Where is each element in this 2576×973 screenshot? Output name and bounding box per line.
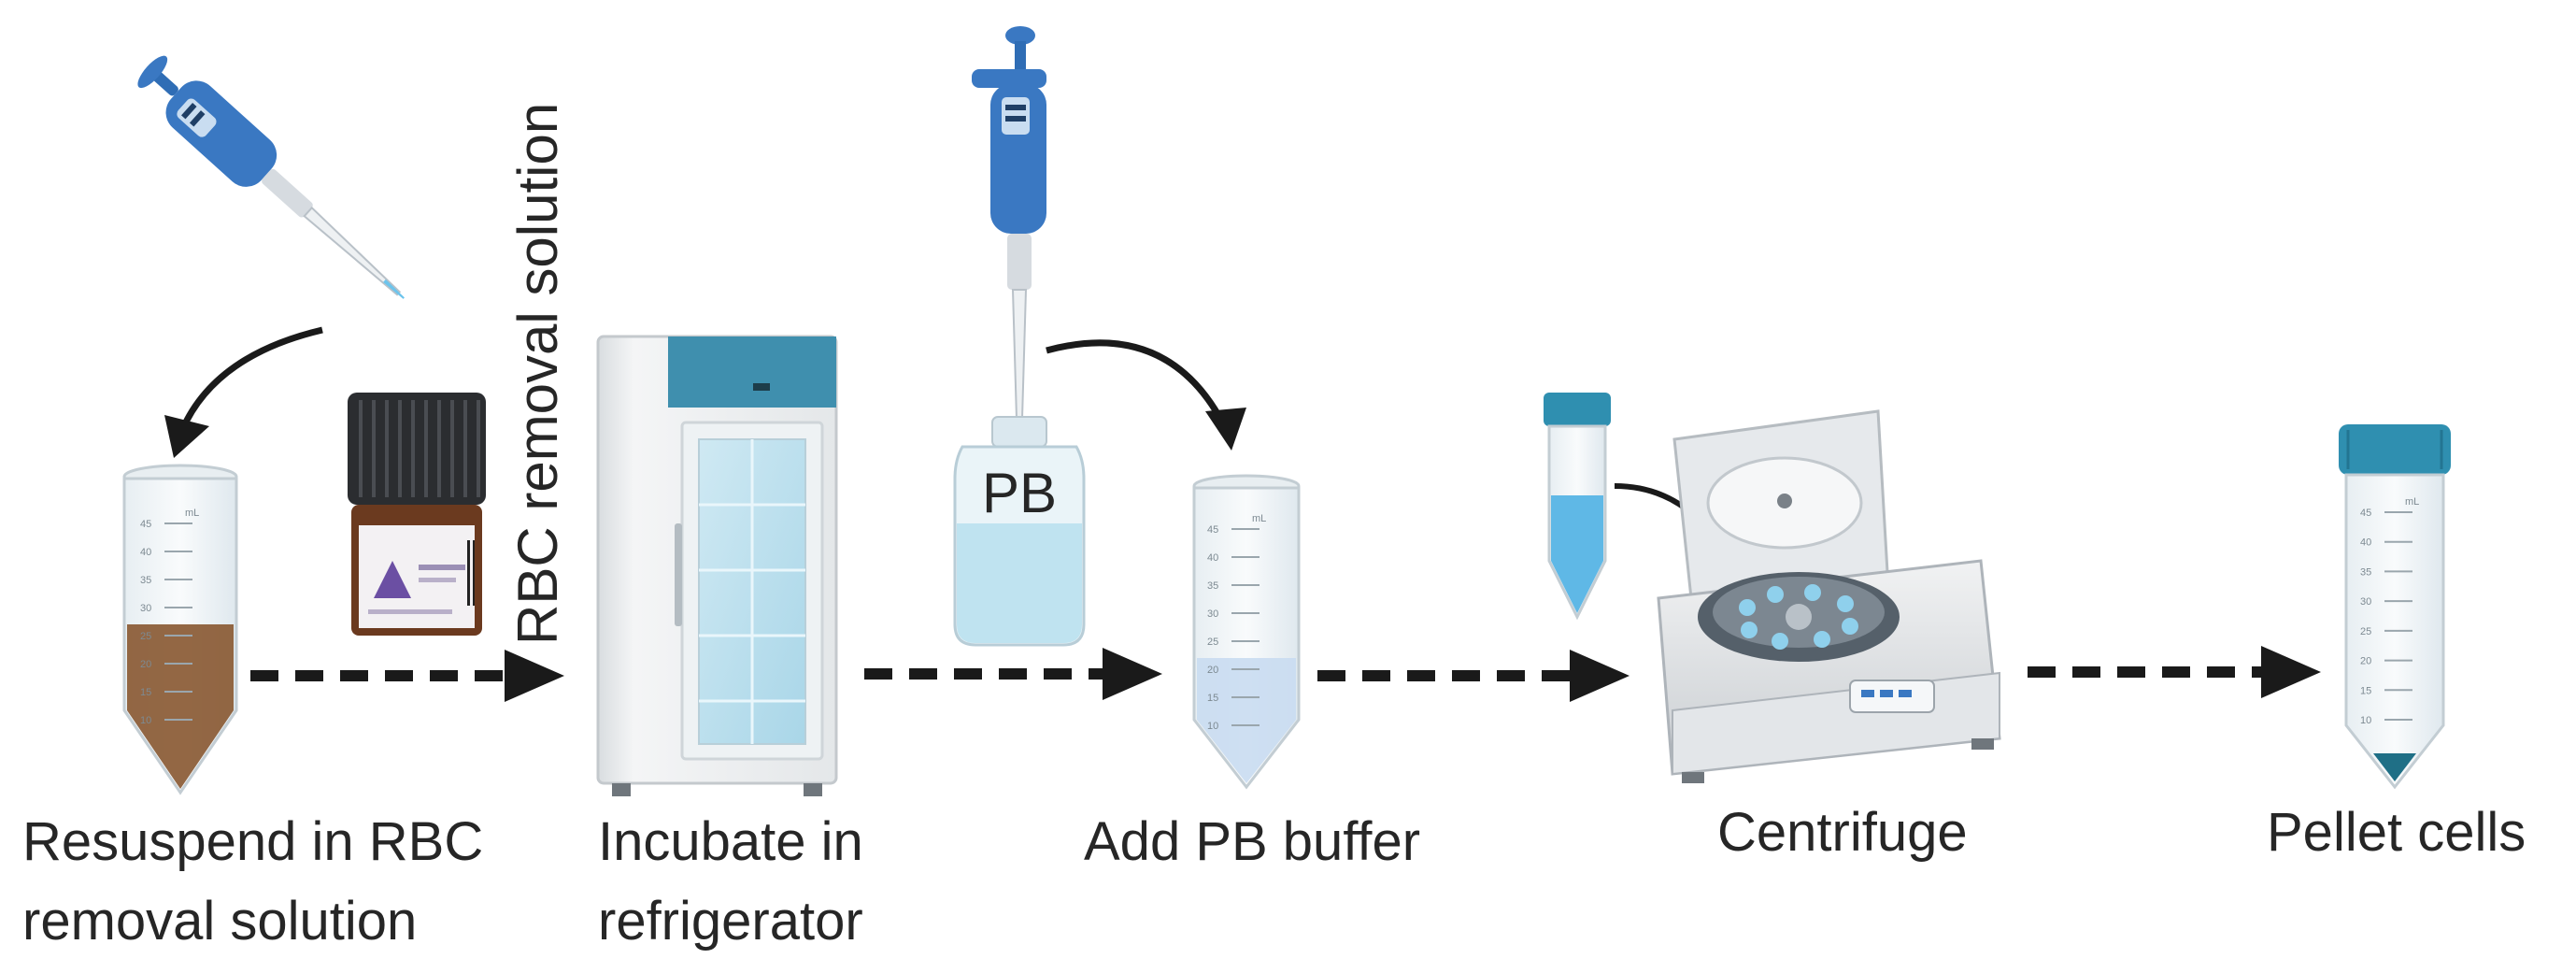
step-label: Centrifuge <box>1717 802 1968 863</box>
curved-arrow-icon <box>178 326 323 432</box>
tube-unit-label: mL <box>1252 513 1266 524</box>
arrow-head-icon <box>1205 408 1246 451</box>
step-label: Resuspend in RBC <box>22 811 483 872</box>
tube-scale-label: 15 <box>1207 693 1218 704</box>
step-label: refrigerator <box>598 891 863 952</box>
tube-scale-label: 20 <box>1207 665 1218 676</box>
tube-scale-label: 35 <box>1207 580 1218 592</box>
tube-scale-label: 45 <box>140 519 151 530</box>
tube-scale-label: 25 <box>140 631 151 642</box>
tube-scale-label: 15 <box>2360 685 2371 696</box>
tube-scale-label: 30 <box>1207 608 1218 620</box>
tube-scale-label: 40 <box>2360 537 2371 549</box>
pipette-icon <box>972 26 1046 420</box>
tube-scale-label: 10 <box>140 715 151 726</box>
conical-tube-icon: mL 45 40 35 30 25 20 15 10 <box>122 464 238 795</box>
tube-scale-label: 40 <box>140 547 151 558</box>
tube-scale-label: 25 <box>2360 626 2371 637</box>
step-label: Pellet cells <box>2267 802 2526 863</box>
bottle-label: PB <box>982 462 1057 524</box>
step-label: removal solution <box>22 891 417 952</box>
dashed-arrow <box>864 648 1162 700</box>
conical-tube-icon <box>1544 393 1611 621</box>
tube-scale-label: 25 <box>1207 637 1218 648</box>
conical-tube-icon: mL 45 40 35 30 25 20 15 10 <box>2339 424 2451 790</box>
refrigerator-icon <box>596 335 838 796</box>
dashed-arrow <box>250 650 564 702</box>
tube-scale-label: 45 <box>1207 524 1218 536</box>
reagent-label: RBC removal solution <box>506 103 569 645</box>
tube-scale-label: 10 <box>1207 721 1218 732</box>
curved-arrow-icon <box>1046 339 1228 427</box>
reagent-vial-icon <box>342 385 491 645</box>
tube-scale-label: 15 <box>140 687 151 698</box>
centrifuge-icon <box>1657 409 2001 783</box>
tube-scale-label: 35 <box>140 575 151 586</box>
dashed-arrow <box>1317 650 1630 702</box>
tube-scale-label: 45 <box>2360 508 2371 519</box>
tube-scale-label: 10 <box>2360 715 2371 726</box>
tube-scale-label: 20 <box>2360 656 2371 667</box>
tube-scale-label: 30 <box>140 603 151 614</box>
conical-tube-icon: mL 45 40 35 30 25 20 15 10 <box>1192 474 1301 790</box>
step-label: Incubate in <box>598 811 863 872</box>
tube-unit-label: mL <box>185 508 199 519</box>
dashed-arrow <box>2028 646 2321 698</box>
step-label: Add PB buffer <box>1084 811 1420 872</box>
tube-scale-label: 30 <box>2360 596 2371 608</box>
tube-scale-label: 20 <box>140 659 151 670</box>
pipette-icon <box>137 55 405 299</box>
arrow-head-icon <box>164 415 209 458</box>
tube-scale-label: 35 <box>2360 566 2371 578</box>
tube-unit-label: mL <box>2405 496 2419 508</box>
buffer-bottle-icon: PB <box>953 416 1086 647</box>
tube-scale-label: 40 <box>1207 552 1218 564</box>
